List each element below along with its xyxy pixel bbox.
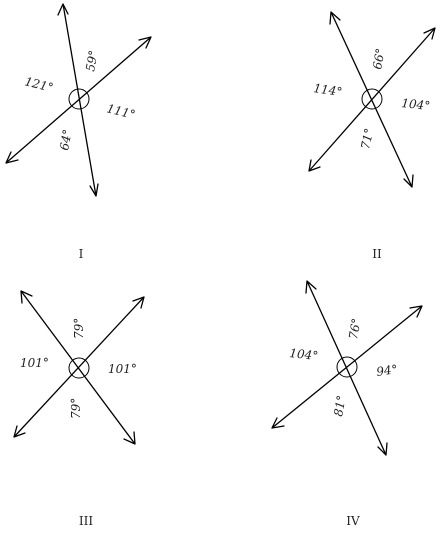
fig3-arrowhead-b-bottom — [13, 425, 26, 438]
fig3-arrowhead-a-bottom — [123, 431, 136, 445]
figure-2: 114° 66° 104° 71° II — [308, 11, 436, 261]
fig3-angle-left: 101° — [20, 356, 49, 370]
fig4-line-b — [271, 305, 423, 429]
fig2-label: II — [372, 247, 382, 261]
fig1-arrowhead-b-top — [138, 36, 152, 49]
fig3-arrowhead-b-top — [132, 296, 145, 309]
fig1-angle-left: 121° — [23, 74, 54, 95]
fig2-vertex-circle — [361, 88, 383, 110]
fig4-arrowhead-a-bottom — [377, 442, 388, 456]
fig4-label: IV — [346, 514, 360, 528]
fig1-vertex-circle — [68, 88, 90, 110]
fig4-arrowhead-b-top — [409, 305, 423, 318]
fig4-angle-bottom: 81° — [331, 394, 348, 417]
fig2-angle-bottom: 71° — [358, 127, 376, 151]
fig1-arrowhead-b-bottom — [5, 151, 19, 164]
fig4-angle-left: 104° — [289, 346, 319, 363]
fig2-arrowhead-b-bottom — [308, 159, 321, 172]
fig4-angle-right: 94° — [375, 362, 398, 379]
fig1-label: I — [79, 247, 84, 261]
fig1-line-b — [5, 36, 152, 164]
figure-1: 121° 59° 111° 64° I — [5, 3, 152, 261]
fig4-angle-top: 76° — [346, 317, 363, 340]
figure-3: 101° 79° 101° 79° III — [13, 290, 145, 528]
fig3-arrowhead-a-top — [20, 290, 33, 304]
fig2-line-b — [308, 27, 436, 172]
fig2-angle-right: 104° — [401, 96, 431, 113]
fig1-arrowhead-a-bottom — [89, 183, 99, 197]
fig1-angle-right: 111° — [105, 101, 136, 122]
fig3-line-b — [13, 296, 145, 438]
fig2-angle-top: 66° — [370, 47, 387, 70]
fig4-arrowhead-a-top — [305, 280, 317, 294]
fig1-angle-top: 59° — [83, 49, 100, 72]
fig2-arrowhead-a-top — [329, 11, 341, 25]
fig2-arrowhead-a-bottom — [403, 174, 414, 188]
fig3-vertex-circle — [68, 357, 90, 379]
fig3-angle-bottom: 79° — [69, 398, 83, 419]
fig4-vertex-circle — [336, 356, 358, 378]
fig3-angle-top: 79° — [72, 318, 86, 339]
figure-4: 104° 76° 94° 81° IV — [271, 280, 423, 528]
fig3-angle-right: 101° — [108, 362, 137, 376]
fig1-angle-bottom: 64° — [57, 128, 74, 151]
fig3-label: III — [79, 514, 93, 528]
fig1-arrowhead-a-top — [57, 3, 69, 16]
fig2-arrowhead-b-top — [423, 27, 436, 40]
fig2-angle-left: 114° — [313, 81, 344, 99]
fig1-line-a — [62, 3, 97, 197]
fig4-arrowhead-b-bottom — [271, 417, 285, 429]
